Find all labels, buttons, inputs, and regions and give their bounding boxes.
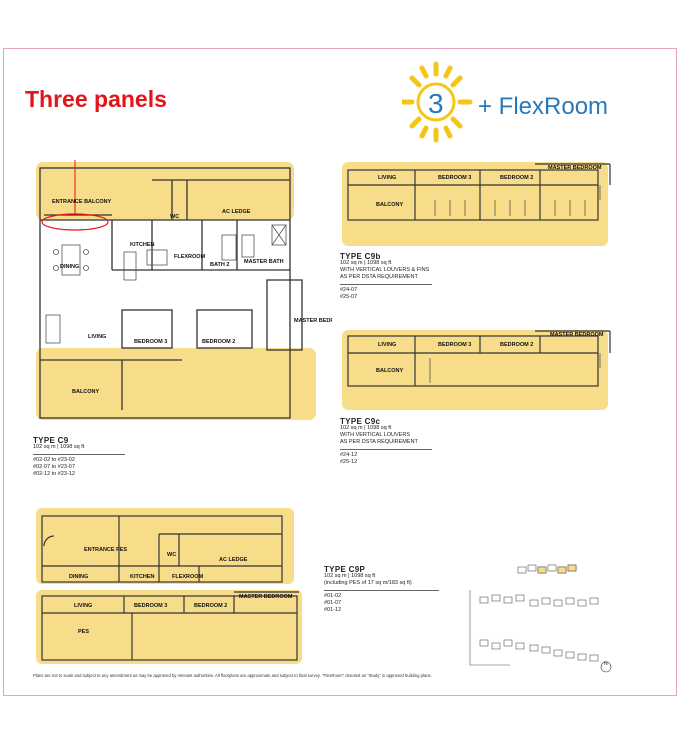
floorplan-c9p-lower: LIVING BEDROOM 3 BEDROOM 2 MASTER BEDROO… xyxy=(36,590,302,664)
type-c9-unit: #02-12 to #23-12 xyxy=(33,471,75,477)
label-dining: DINING xyxy=(60,264,79,270)
label-balcony: BALCONY xyxy=(72,389,100,395)
label-master-bedroom: MASTER BEDROOM xyxy=(550,332,604,338)
type-c9-area: 102 sq m | 1098 sq ft xyxy=(33,444,85,450)
label-balcony: BALCONY xyxy=(376,368,404,374)
label-master-bedroom: MASTER BEDROOM xyxy=(548,165,602,171)
label-ac-ledge: AC LEDGE xyxy=(222,209,251,215)
type-c9c-desc: WITH VERTICAL LOUVERS xyxy=(340,432,410,438)
type-c9b-unit: #24-07 xyxy=(340,287,358,293)
type-c9c-unit: #24-12 xyxy=(340,452,358,458)
label-kitchen: KITCHEN xyxy=(130,574,154,580)
type-c9b-name: TYPE C9b xyxy=(340,252,381,261)
label-master-bath: MASTER BATH xyxy=(244,259,284,265)
disclaimer: Plans are not to scale and subject to an… xyxy=(33,673,432,678)
label-master-bedroom: MASTER BEDROOM xyxy=(239,594,293,600)
type-c9b-desc: AS PER DSTA REQUIREMENT xyxy=(340,274,418,280)
north-arrow-icon xyxy=(600,661,612,673)
label-ac-ledge: AC LEDGE xyxy=(219,557,248,563)
type-c9p-unit: #01-12 xyxy=(324,607,342,613)
type-c9p-unit: #01-07 xyxy=(324,600,342,606)
north-label: N xyxy=(604,661,608,667)
label-flexroom: FLEXROOM xyxy=(174,254,206,260)
type-c9b-unit: #25-07 xyxy=(340,294,358,300)
label-master-bedroom: MASTER BEDROOM xyxy=(294,318,332,324)
type-c9p-unit: #01-02 xyxy=(324,593,342,599)
type-c9c-desc: AS PER DSTA REQUIREMENT xyxy=(340,439,418,445)
type-c9p-area: 102 sq m | 1098 sq ft xyxy=(324,573,376,579)
floorplan-c9: ENTRANCE BALCONY WC AC LEDGE KITCHEN DIN… xyxy=(36,160,332,420)
label-dining: DINING xyxy=(69,574,88,580)
label-living: LIVING xyxy=(88,334,106,340)
floorplan-c9b: LIVING BEDROOM 3 BEDROOM 2 MASTER BEDROO… xyxy=(342,162,611,246)
type-c9b-desc: WITH VERTICAL LOUVERS & FINS xyxy=(340,267,430,273)
type-c9p-name: TYPE C9P xyxy=(324,565,366,574)
label-bedroom3: BEDROOM 3 xyxy=(134,603,167,609)
label-entrance-balcony: ENTRANCE BALCONY xyxy=(52,199,112,205)
label-living: LIVING xyxy=(378,342,396,348)
floorplan-c9c: LIVING BEDROOM 3 BEDROOM 2 MASTER BEDROO… xyxy=(342,330,611,410)
label-bedroom2: BEDROOM 2 xyxy=(500,342,533,348)
sun-icon xyxy=(399,61,473,143)
label-pes: PES xyxy=(78,629,89,635)
type-c9b-info: TYPE C9b 102 sq m | 1098 sq ft WITH VERT… xyxy=(340,253,432,301)
label-entrance-pes: ENTRANCE PES xyxy=(84,547,127,553)
label-bedroom3: BEDROOM 3 xyxy=(438,342,471,348)
type-c9c-unit: #25-12 xyxy=(340,459,358,465)
label-living: LIVING xyxy=(74,603,92,609)
label-bedroom2: BEDROOM 2 xyxy=(194,603,227,609)
type-c9-unit: #02-07 to #23-07 xyxy=(33,464,75,470)
label-wc: WC xyxy=(167,552,176,558)
type-c9b-area: 102 sq m | 1098 sq ft xyxy=(340,260,392,266)
label-bedroom2: BEDROOM 2 xyxy=(500,175,533,181)
label-bedroom3: BEDROOM 3 xyxy=(438,175,471,181)
type-c9c-name: TYPE C9c xyxy=(340,417,381,426)
annotation-title: Three panels xyxy=(25,86,167,112)
label-bedroom2: BEDROOM 2 xyxy=(202,339,235,345)
page-frame xyxy=(3,48,677,696)
type-c9c-area: 102 sq m | 1098 sq ft xyxy=(340,425,392,431)
type-c9p-info: TYPE C9P 102 sq m | 1098 sq ft (includin… xyxy=(324,566,439,614)
floorplan-c9p-upper: ENTRANCE PES WC AC LEDGE DINING KITCHEN … xyxy=(36,508,294,584)
type-c9-info: TYPE C9 102 sq m | 1098 sq ft #02-02 to … xyxy=(33,437,125,478)
label-kitchen: KITCHEN xyxy=(130,242,154,248)
logo-number: 3 xyxy=(428,88,444,119)
type-c9-unit: #02-02 to #23-02 xyxy=(33,457,75,463)
type-c9-name: TYPE C9 xyxy=(33,436,69,445)
type-c9c-info: TYPE C9c 102 sq m | 1098 sq ft WITH VERT… xyxy=(340,418,432,466)
type-c9p-area-note: (including PES of 17 sq m/183 sq ft) xyxy=(324,580,412,586)
label-bath2: BATH 2 xyxy=(210,262,229,268)
flexroom-logo: 3 + FlexRoom xyxy=(399,60,634,155)
label-balcony: BALCONY xyxy=(376,202,404,208)
site-plan-key: N xyxy=(469,564,612,673)
label-wc: WC xyxy=(170,214,179,220)
label-living: LIVING xyxy=(378,175,396,181)
label-bedroom3: BEDROOM 3 xyxy=(134,339,167,345)
logo-text: + FlexRoom xyxy=(478,93,608,120)
label-flexroom: FLEXROOM xyxy=(172,574,204,580)
